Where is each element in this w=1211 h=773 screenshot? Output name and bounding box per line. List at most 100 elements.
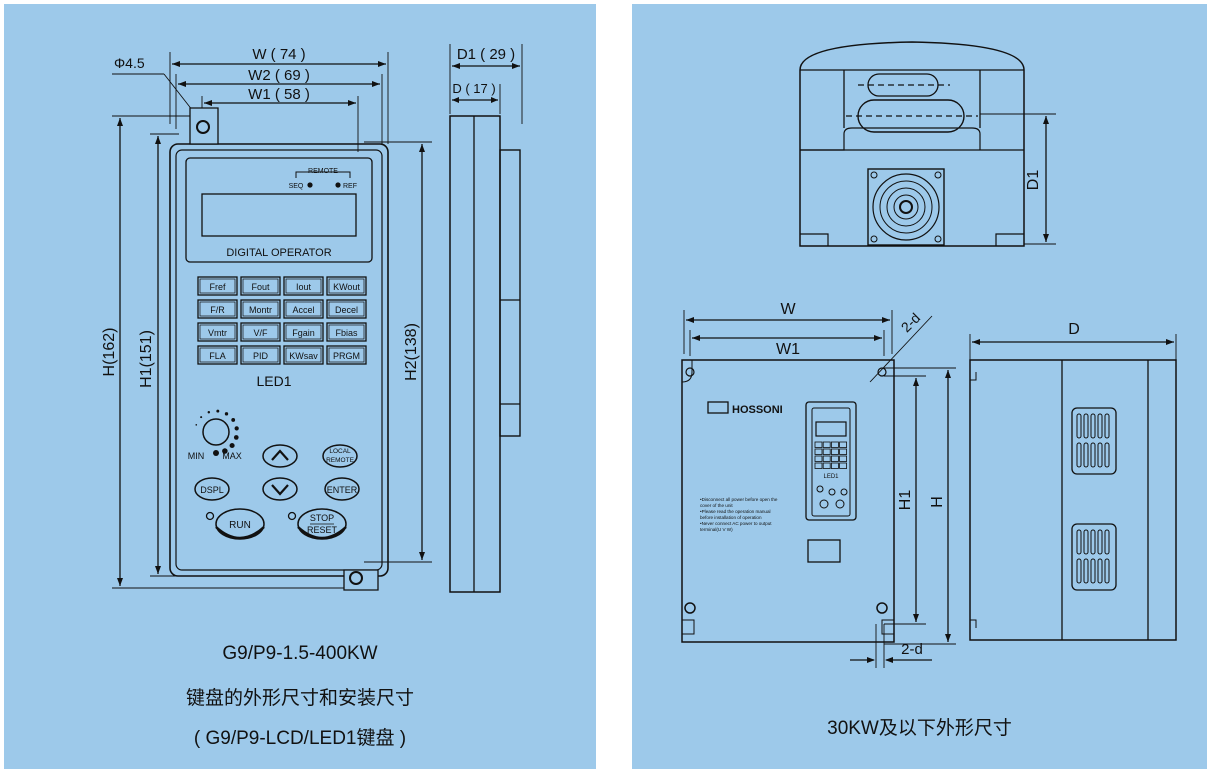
stop-led-icon [287,511,297,521]
ref-indicator-icon [335,182,341,188]
enter-label: ENTER [327,485,358,495]
down-button[interactable] [262,477,298,501]
key-label: F/R [210,305,225,315]
key-label: PRGM [333,351,360,361]
dspl-label: DSPL [200,485,224,495]
key-f-r[interactable]: F/R [197,299,238,319]
key-label: Iout [296,282,312,292]
inverter-caption: 30KW及以下外形尺寸 [827,718,1012,739]
key-montr[interactable]: Montr [240,299,281,319]
inverter-dimension-drawing: D1 W W1 2-d H [681,41,1177,668]
dim-d-label: D ( 17 ) [452,81,495,96]
key-accel[interactable]: Accel [283,299,324,319]
keypad-dimension-drawing: W ( 74 ) W2 ( 69 ) W1 ( 58 ) Φ4.5 H(16 [101,44,523,593]
dim-front-w-label: W [780,301,796,318]
key-label: Fout [251,282,270,292]
ref-label: REF [343,183,357,190]
dim-h-label: H(162) [101,328,118,377]
key-fbias[interactable]: Fbias [326,322,367,342]
key-v-f[interactable]: V/F [240,322,281,342]
warning-line: •Disconnect all power before open the [700,497,778,502]
key-label: Accel [292,305,314,315]
seq-indicator-icon [307,182,313,188]
dim-hole-label: 2-d [898,310,924,336]
inverter-front-dimensions: W W1 2-d H H1 [683,301,956,668]
dim-top-d1-label: D1 [1025,170,1042,191]
warning-line: •Please read the operation manual [700,509,771,514]
warning-line: •Never connect AC power to output [700,521,772,526]
vent-grille-icon [1071,407,1117,591]
keypad-caption-line3: ( G9/P9-LCD/LED1键盘 ) [193,728,407,749]
key-label: Montr [249,305,272,315]
dim-w1-label: W1 ( 58 ) [248,86,310,103]
key-kwout[interactable]: KWout [326,276,367,296]
local-remote-button[interactable]: LOCAL REMOTE [322,444,358,468]
key-label: Decel [335,305,358,315]
local-label: LOCAL [329,448,351,455]
warning-text: •Disconnect all power before open the co… [700,497,778,532]
warning-line: cover of the unit [700,503,733,508]
chevron-down-icon [271,484,289,496]
key-label: Vmtr [208,328,227,338]
key-prgm[interactable]: PRGM [326,345,367,365]
dim-h2-label: H2(138) [403,323,420,381]
key-fgain[interactable]: Fgain [283,322,324,342]
key-label: FLA [209,351,226,361]
keypad-dimension-panel: W ( 74 ) W2 ( 69 ) W1 ( 58 ) Φ4.5 H(16 [4,4,596,769]
warning-line: before installation of operation [700,515,762,520]
dim-h1-label: H1(151) [138,330,155,388]
inverter-top-view: D1 [799,41,1056,247]
brand-logo-icon [707,401,729,414]
key-fref[interactable]: Fref [197,276,238,296]
knob-min-label: MIN [188,451,205,461]
keypad-caption-line1: G9/P9-1.5-400KW [222,643,378,664]
enter-button[interactable]: ENTER [324,477,360,501]
knob-max-label: MAX [222,451,242,461]
fan-icon [867,168,945,246]
inverter-dimension-panel: D1 W W1 2-d H [632,4,1207,769]
reset-label: RESET [307,525,338,535]
keypad-side-view: D1 ( 29 ) D ( 17 ) [449,44,523,593]
up-button[interactable] [262,444,298,468]
run-led-icon [205,511,215,521]
key-label: Fref [209,282,226,292]
remote-label: REMOTE [308,168,338,175]
dim-side-d-label: D [1068,321,1080,338]
key-pid[interactable]: PID [240,345,281,365]
frequency-knob[interactable] [195,409,239,456]
key-decel[interactable]: Decel [326,299,367,319]
dim-w-label: W ( 74 ) [252,46,305,63]
keypad-caption-line2: 键盘的外形尺寸和安装尺寸 [185,688,414,709]
key-vmtr[interactable]: Vmtr [197,322,238,342]
stop-reset-button[interactable]: STOP RESET [297,508,347,540]
dim-front-h1-label: H1 [897,490,914,511]
inverter-front-view: HOSSONI LED1 •Disconnect all power befor… [681,359,895,643]
run-label: RUN [229,520,251,531]
warning-line: terminal(U V W) [700,527,733,532]
run-button[interactable]: RUN [215,508,265,540]
dim-w2-label: W2 ( 69 ) [248,67,310,84]
key-iout[interactable]: Iout [283,276,324,296]
chevron-up-icon [271,449,289,461]
key-fla[interactable]: FLA [197,345,238,365]
dim-d1-label: D1 ( 29 ) [457,46,515,63]
dspl-button[interactable]: DSPL [194,477,230,501]
key-fout[interactable]: Fout [240,276,281,296]
keypad-front-view: REMOTE SEQ REF DIGITAL OPERATOR [169,107,389,591]
dim-bottom-hole-label: 2-d [901,641,923,658]
mini-led-label: LED1 [823,474,839,480]
mini-keypad-grid [814,441,848,469]
led-model-label: LED1 [256,373,291,389]
display-label: DIGITAL OPERATOR [226,247,331,259]
key-label: KWout [333,282,360,292]
key-label: Fbias [335,328,358,338]
knob-scale-icon [195,409,239,456]
stop-label: STOP [310,513,334,523]
hole-diameter-label: Φ4.5 [114,55,145,71]
key-kwsav[interactable]: KWsav [283,345,324,365]
brand-name: HOSSONI [732,404,783,416]
height-dimensions: H(162) H1(151) H2(138) [101,115,432,589]
seq-label: SEQ [289,183,304,190]
key-label: KWsav [289,351,318,361]
